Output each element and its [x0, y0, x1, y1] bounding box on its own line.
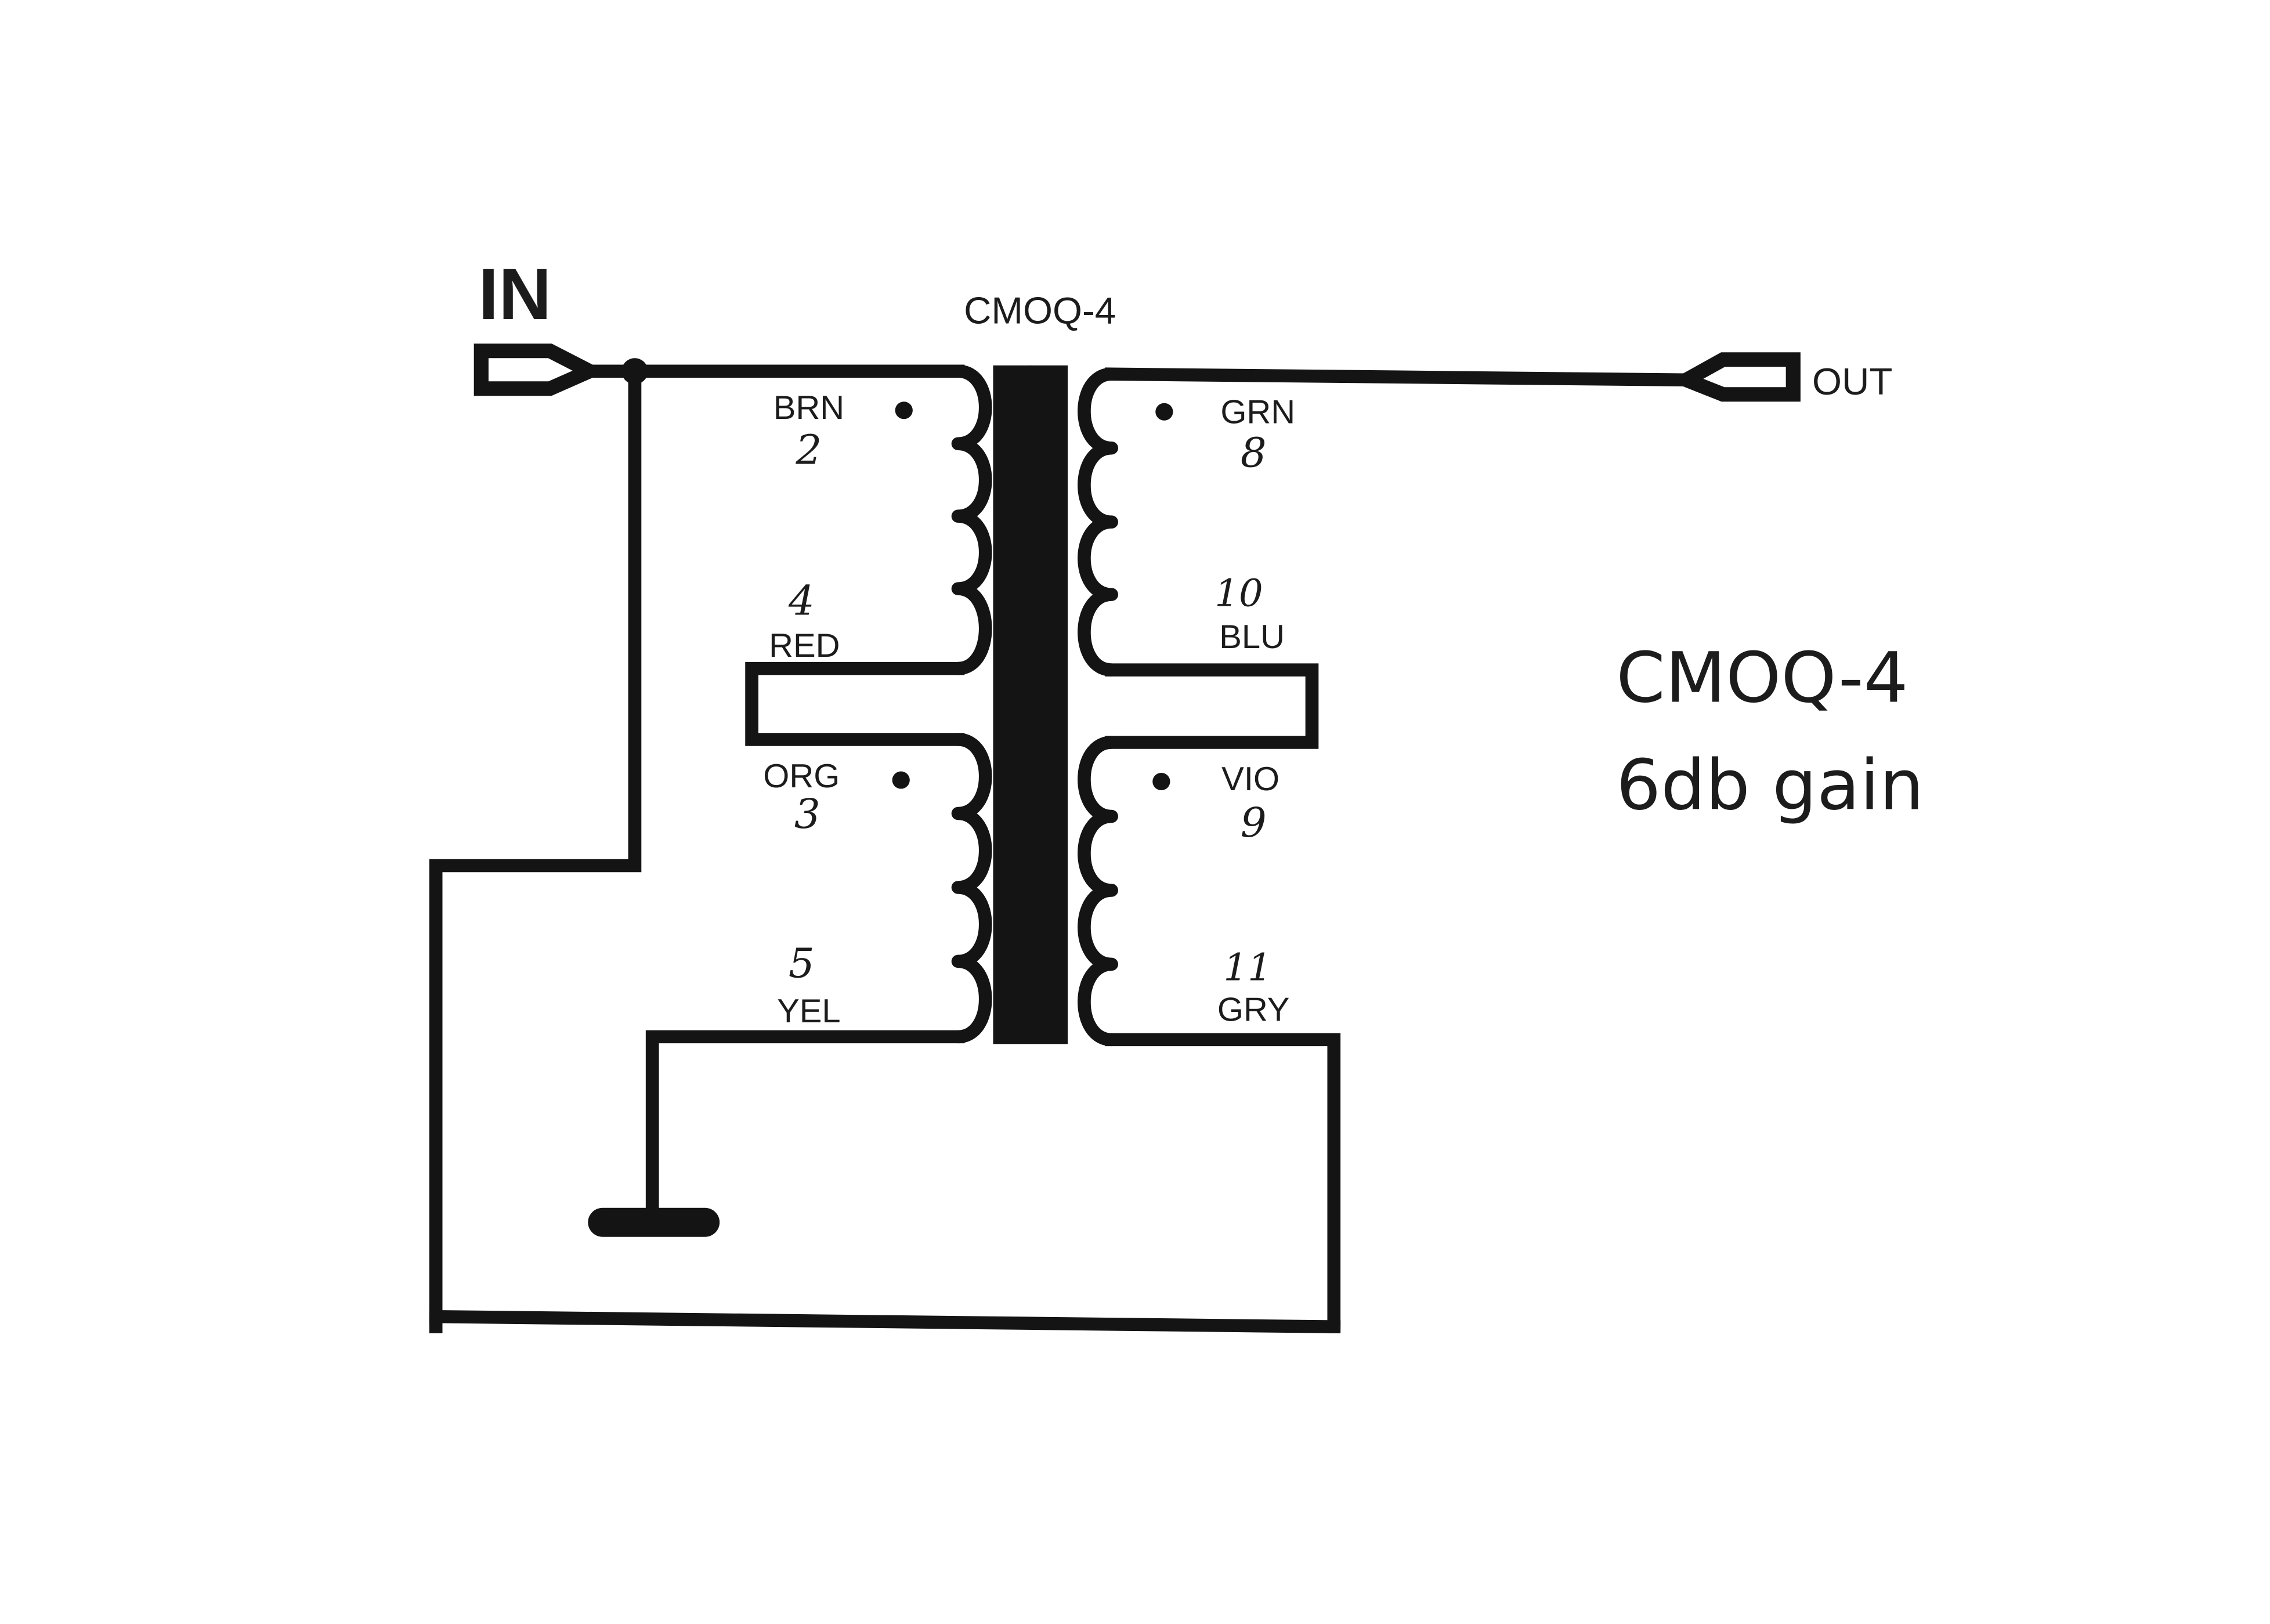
polarity-dot-vio	[1152, 773, 1170, 791]
gry-return-wire	[1105, 1033, 1341, 1333]
vio-color-label: VIO	[1221, 761, 1279, 798]
primary-winding-lower	[951, 733, 992, 1044]
red-color-label: RED	[769, 627, 840, 664]
secondary-series-link	[1105, 663, 1319, 749]
output-wire-mark	[1528, 372, 1541, 385]
polarity-dot-grn	[1155, 403, 1173, 421]
output-label: OUT	[1812, 360, 1892, 403]
output-wire	[1105, 367, 1693, 387]
pin-9-label: 9	[1241, 799, 1267, 847]
transformer-name-label: CMOQ-4	[964, 290, 1116, 332]
gry-color-label: GRY	[1217, 992, 1290, 1029]
primary-series-link	[745, 661, 965, 746]
blu-color-label: BLU	[1219, 619, 1285, 656]
pin-11-label: 11	[1223, 946, 1271, 990]
input-junction-dot	[621, 358, 648, 385]
pin-4-label: 4	[788, 577, 815, 625]
pin-2-label: 2	[795, 426, 822, 474]
bottom-return-wire	[429, 1310, 1341, 1334]
pin-3-label: 3	[794, 790, 820, 838]
input-return-wire	[429, 364, 642, 1333]
output-connector[interactable]	[1669, 352, 1801, 402]
polarity-dot-brn	[895, 402, 913, 419]
secondary-winding-upper	[1078, 367, 1119, 677]
pin-10-label: 10	[1214, 572, 1263, 616]
caption-title: CMOQ-4	[1616, 638, 1908, 718]
caption-subtitle: 6db gain	[1616, 745, 1924, 826]
pin-5-label: 5	[789, 940, 815, 988]
pin-8-label: 8	[1241, 429, 1267, 477]
yel-to-ground-wire	[645, 1030, 965, 1229]
primary-winding-upper	[951, 364, 992, 675]
secondary-winding-lower	[1078, 736, 1119, 1047]
input-connector[interactable]	[473, 343, 606, 396]
org-color-label: ORG	[763, 758, 840, 795]
grn-color-label: GRN	[1220, 394, 1295, 431]
input-label: IN	[478, 253, 551, 334]
brn-color-label: BRN	[773, 389, 844, 426]
yel-color-label: YEL	[777, 993, 841, 1030]
polarity-dot-org	[892, 771, 910, 789]
